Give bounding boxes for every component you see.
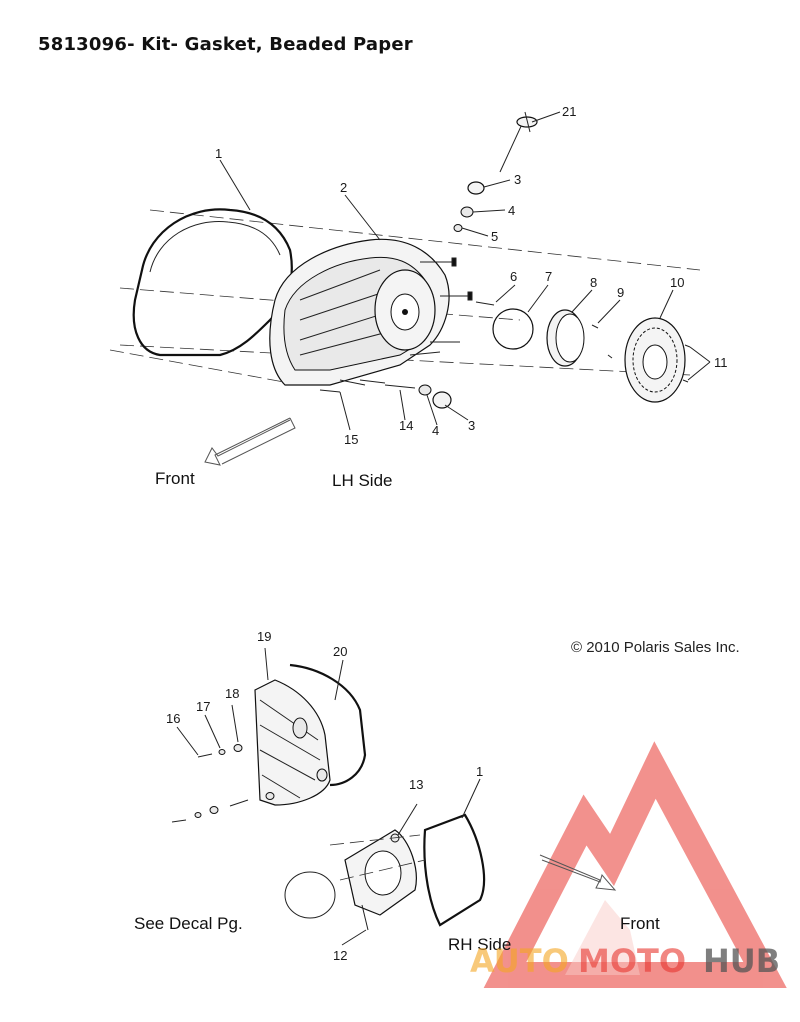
callout-15: 15 bbox=[344, 432, 358, 447]
callout-21: 21 bbox=[562, 104, 576, 119]
bushing-5 bbox=[453, 224, 463, 232]
drain-plug-assembly bbox=[499, 111, 538, 173]
automotohub-logo bbox=[483, 741, 787, 988]
callout-4: 4 bbox=[508, 203, 515, 218]
callout-1-rh: 1 bbox=[476, 764, 483, 779]
callout-11: 11 bbox=[714, 355, 728, 370]
lh-side-caption: LH Side bbox=[332, 471, 392, 490]
rh-gasket bbox=[423, 813, 486, 927]
callout-2: 2 bbox=[340, 180, 347, 195]
callout-8: 8 bbox=[590, 275, 597, 290]
primary-cover bbox=[269, 238, 450, 386]
callout-17: 17 bbox=[196, 699, 210, 714]
inspection-window-gasket bbox=[492, 308, 534, 350]
nut-3 bbox=[467, 181, 485, 195]
svg-text:AUTO: AUTO bbox=[470, 942, 569, 980]
automotohub-wordmark: AUTO MOTO HUB bbox=[470, 942, 780, 980]
decal-disc bbox=[284, 871, 336, 919]
callout-6: 6 bbox=[510, 269, 517, 284]
callout-19: 19 bbox=[257, 629, 271, 644]
lh-side-assembly bbox=[109, 111, 701, 466]
callout-1: 1 bbox=[215, 146, 222, 161]
rh-side-assembly bbox=[171, 663, 617, 931]
lh-callout-labels: 1 2 21 3 4 5 6 7 8 9 10 11 15 14 4 3 bbox=[215, 104, 728, 447]
lh-leader-lines bbox=[219, 111, 711, 431]
lh-front-caption: Front bbox=[155, 469, 195, 488]
rh-inner-plate bbox=[344, 829, 417, 916]
rh-front-caption: Front bbox=[620, 914, 660, 933]
callout-16: 16 bbox=[166, 711, 180, 726]
front-direction-arrow bbox=[204, 417, 296, 466]
page-title: 5813096- Kit- Gasket, Beaded Paper bbox=[38, 34, 413, 55]
rh-callout-labels: 19 20 18 17 16 13 1 12 bbox=[166, 629, 483, 963]
washer-4 bbox=[460, 206, 474, 218]
callout-12: 12 bbox=[333, 948, 347, 963]
callout-3-lower: 3 bbox=[468, 418, 475, 433]
outer-cover-gasket bbox=[132, 208, 293, 357]
svg-text:MOTO: MOTO bbox=[578, 942, 686, 980]
rh-front-direction-arrow bbox=[539, 854, 617, 891]
callout-4-lower: 4 bbox=[432, 423, 439, 438]
callout-7: 7 bbox=[545, 269, 552, 284]
callout-9: 9 bbox=[617, 285, 624, 300]
decal-caption: See Decal Pg. bbox=[134, 914, 243, 933]
callout-13: 13 bbox=[409, 777, 423, 792]
copyright-notice: © 2010 Polaris Sales Inc. bbox=[571, 639, 740, 656]
cover-screws bbox=[171, 744, 275, 823]
svg-text:HUB: HUB bbox=[703, 942, 780, 980]
derby-cover-plate bbox=[624, 317, 686, 403]
callout-3: 3 bbox=[514, 172, 521, 187]
rh-leader-lines bbox=[176, 647, 481, 946]
callout-5: 5 bbox=[491, 229, 498, 244]
cover-bolts bbox=[319, 257, 473, 393]
cam-cover-gasket bbox=[289, 663, 367, 787]
callout-20: 20 bbox=[333, 644, 347, 659]
rh-side-caption: RH Side bbox=[448, 935, 511, 954]
callout-18: 18 bbox=[225, 686, 239, 701]
callout-14: 14 bbox=[399, 418, 413, 433]
cam-cover bbox=[254, 679, 331, 806]
callout-10: 10 bbox=[670, 275, 684, 290]
